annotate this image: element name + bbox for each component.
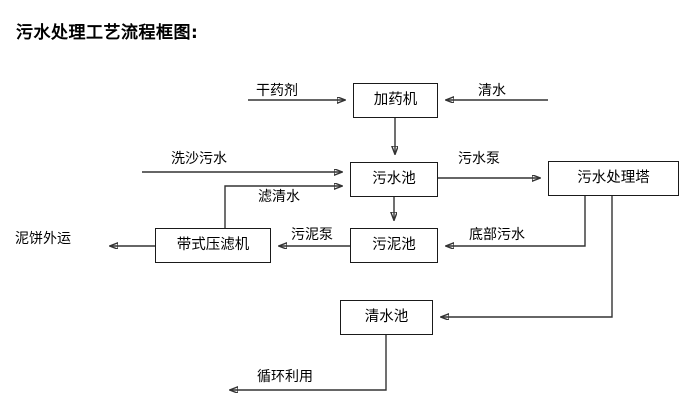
- wire-tower-to-clean-pool: [441, 196, 613, 317]
- node-label: 污水处理塔: [577, 170, 650, 187]
- node-dosing-machine[interactable]: 加药机: [353, 83, 438, 118]
- label-sewage-pump: 污水泵: [458, 151, 500, 167]
- label-bottom-sewage: 底部污水: [469, 227, 525, 243]
- node-belt-filter-press[interactable]: 带式压滤机: [155, 228, 271, 263]
- wire-tower-bottom-to-sludge-pool: [446, 196, 586, 246]
- label-recycle-reuse: 循环利用: [257, 369, 313, 385]
- node-treatment-tower[interactable]: 污水处理塔: [548, 161, 679, 196]
- node-label: 污水池: [372, 171, 416, 188]
- node-label: 加药机: [373, 92, 418, 109]
- label-mud-cake-transport: 泥饼外运: [15, 231, 71, 247]
- node-label: 带式压滤机: [176, 237, 250, 254]
- page-title: 污水处理工艺流程框图:: [16, 23, 199, 43]
- node-label: 清水池: [364, 309, 409, 326]
- node-label: 污泥池: [372, 237, 416, 254]
- label-filtrate-water: 滤清水: [258, 189, 300, 205]
- label-sand-wash-sewage: 洗沙污水: [171, 151, 227, 167]
- label-clean-water-input: 清水: [478, 83, 506, 99]
- wire-filtrate-to-sewage-pool: [224, 186, 342, 228]
- node-sludge-pool[interactable]: 污泥池: [350, 228, 438, 263]
- wire-clean-pool-to-recycle: [230, 335, 387, 390]
- label-sludge-pump: 污泥泵: [291, 227, 333, 243]
- node-clean-water-pool[interactable]: 清水池: [340, 300, 433, 335]
- node-sewage-pool[interactable]: 污水池: [350, 162, 438, 197]
- label-dry-reagent: 干药剂: [256, 83, 298, 99]
